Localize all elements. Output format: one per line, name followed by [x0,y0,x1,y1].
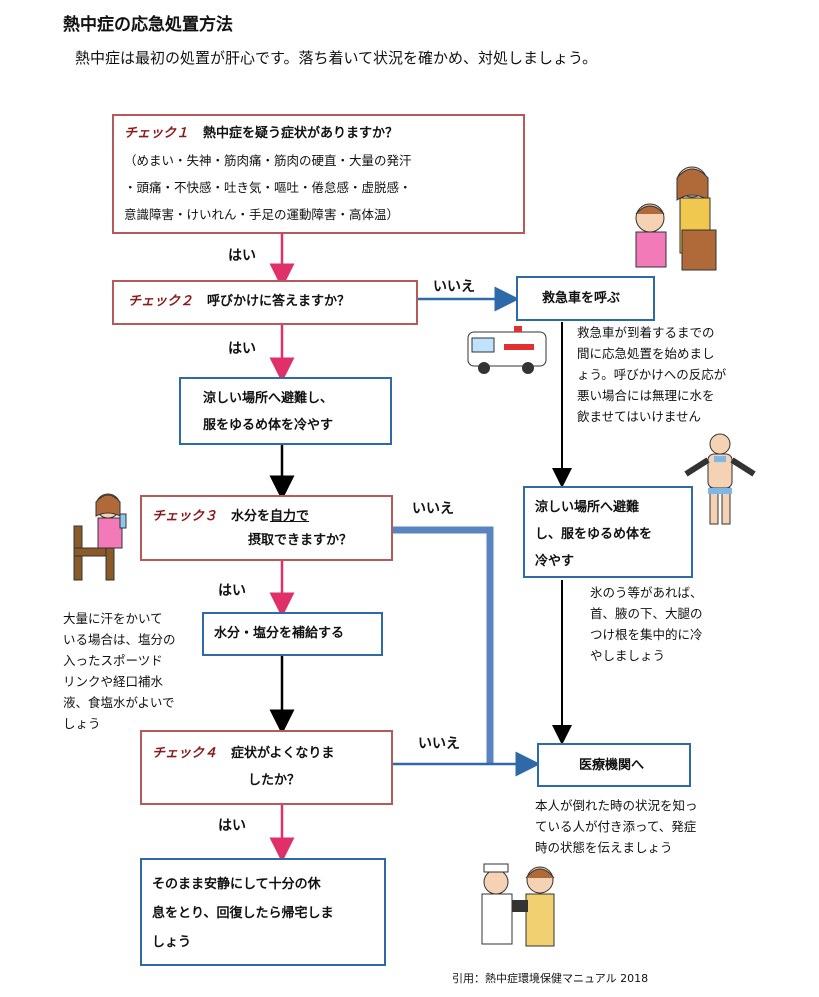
rest-box: そのまま安静にして十分の休 息をとり、回復したら帰宅しま しょう [140,858,386,966]
ambulance-label: 救急車を呼ぶ [542,291,621,306]
ambulance-box: 救急車を呼ぶ [516,276,655,321]
sweat-note: 大量に汗をかいて いる場合は、塩分の 入ったスポーツド リンクや経口補水 液、食… [63,611,176,731]
page-title: 熱中症の応急処置方法 [63,15,233,35]
check1-label: チェック１ [124,126,190,141]
hospital-box: 医療機関へ [537,743,691,787]
ambulance-note: 救急車が到着するまでの 間に応急処置を始めまし ょう。呼びかけへの反応が 悪い場… [577,325,727,424]
check2-label: チェック２ [128,294,194,309]
cool-down-line-2: 服をゆるめ体を冷やす [203,418,334,433]
check4-label: チェック４ [152,746,218,761]
yes-label-3: はい [218,583,246,599]
check2-box: チェック２ 呼びかけに答えますか？ [112,280,418,325]
cool-down-box: 涼しい場所へ避難し、 服をゆるめ体を冷やす [179,377,392,445]
nurse-illustration [481,863,555,947]
cool-down-box-2: 涼しい場所へ避難 し、服をゆるめ体を 冷やす [523,486,693,578]
line-check3-no [393,526,494,764]
no-label-1: いいえ [433,279,475,295]
cool-down-line-1: 涼しい場所へ避難し、 [203,391,334,406]
hospital-note: 本人が倒れた時の状況を知っ ている人が付き添って、発症 時の状態を伝えましょう [535,798,698,855]
check1-question: 熱中症を疑う症状がありますか？ [203,126,399,141]
check3-question-2: 摂取できますか？ [248,533,353,548]
water-salt-box: 水分・塩分を補給する [202,612,383,656]
body-cooling-illustration [684,433,756,525]
yes-label-2: はい [228,341,256,357]
drinking-girl-illustration [73,493,127,581]
no-label-3: いいえ [418,736,460,752]
yes-label-4: はい [218,818,246,834]
caregiver-illustration [635,166,717,271]
check1-symptoms-1: （めまい・失神・筋肉痛・筋肉の硬直・大量の発汗 [124,153,412,168]
check1-box: チェック１ 熱中症を疑う症状がありますか？ （めまい・失神・筋肉痛・筋肉の硬直・大… [112,114,525,234]
yes-label-1: はい [228,248,256,264]
check2-question: 呼びかけに答えますか？ [207,294,351,309]
check1-symptoms-2: ・頭痛・不快感・吐き気・嘔吐・倦怠感・虚脱感・ [124,180,412,195]
no-label-2: いいえ [412,501,454,517]
ambulance-illustration [467,326,547,374]
page-subtitle: 熱中症は最初の処置が肝心です。落ち着いて状況を確かめ、対処しましょう。 [75,49,598,67]
ice-note: 氷のう等があれば、 首、腋の下、大腿の つけ根を集中的に冷 やしましょう [590,585,703,663]
citation: 引用：熱中症環境保健マニュアル 2018 [452,972,649,985]
check3-label: チェック３ [152,509,218,524]
check3-underlined: 自力で [270,509,310,524]
check1-symptoms-3: 意識障害・けいれん・手足の運動障害・高体温） [124,207,400,222]
